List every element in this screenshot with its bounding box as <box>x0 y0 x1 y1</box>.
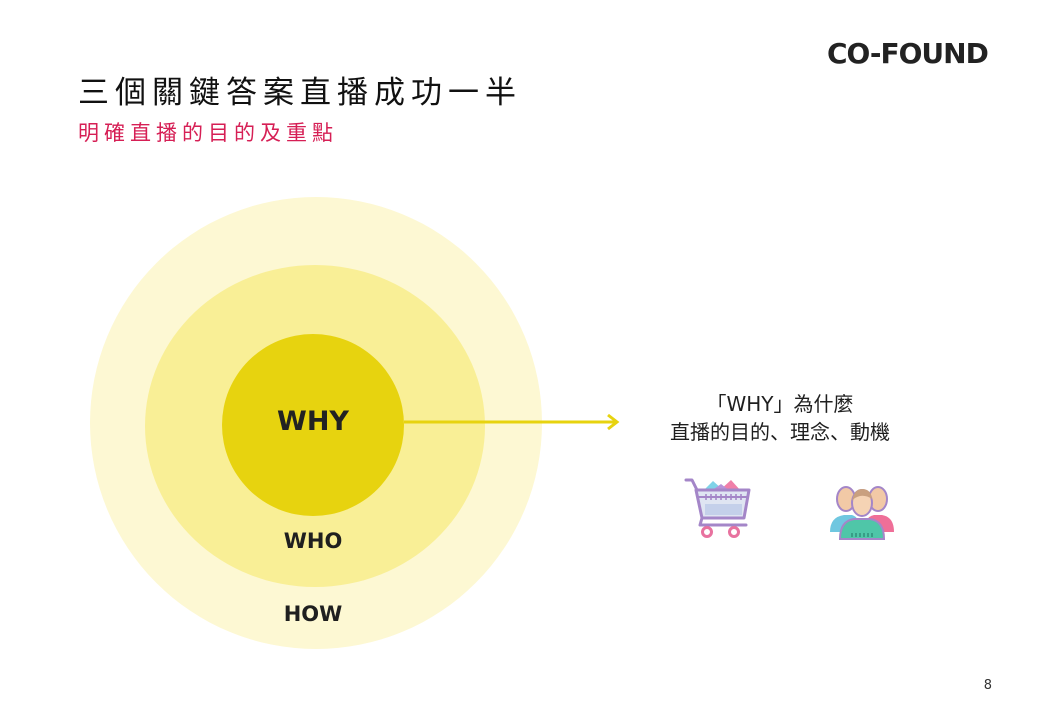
slide-subtitle: 明確直播的目的及重點 <box>78 121 338 145</box>
people-group-icon <box>830 486 894 540</box>
label-who: WHO <box>283 529 343 553</box>
why-explanation-line2: 直播的目的、理念、動機 <box>670 420 890 444</box>
page-number: 8 <box>983 678 992 693</box>
why-explanation: 「WHY」為什麼 直播的目的、理念、動機 <box>640 390 920 446</box>
circle-why <box>222 334 404 516</box>
label-why: WHY <box>277 406 349 437</box>
why-explanation-line1: 「WHY」為什麼 <box>706 392 854 416</box>
label-how: HOW <box>283 602 343 626</box>
shopping-cart-icon <box>684 478 751 538</box>
slide-title: 三個關鍵答案直播成功一半 <box>78 75 522 111</box>
connector-arrow <box>404 413 620 431</box>
cofound-logo: CO-FOUND <box>827 37 989 70</box>
